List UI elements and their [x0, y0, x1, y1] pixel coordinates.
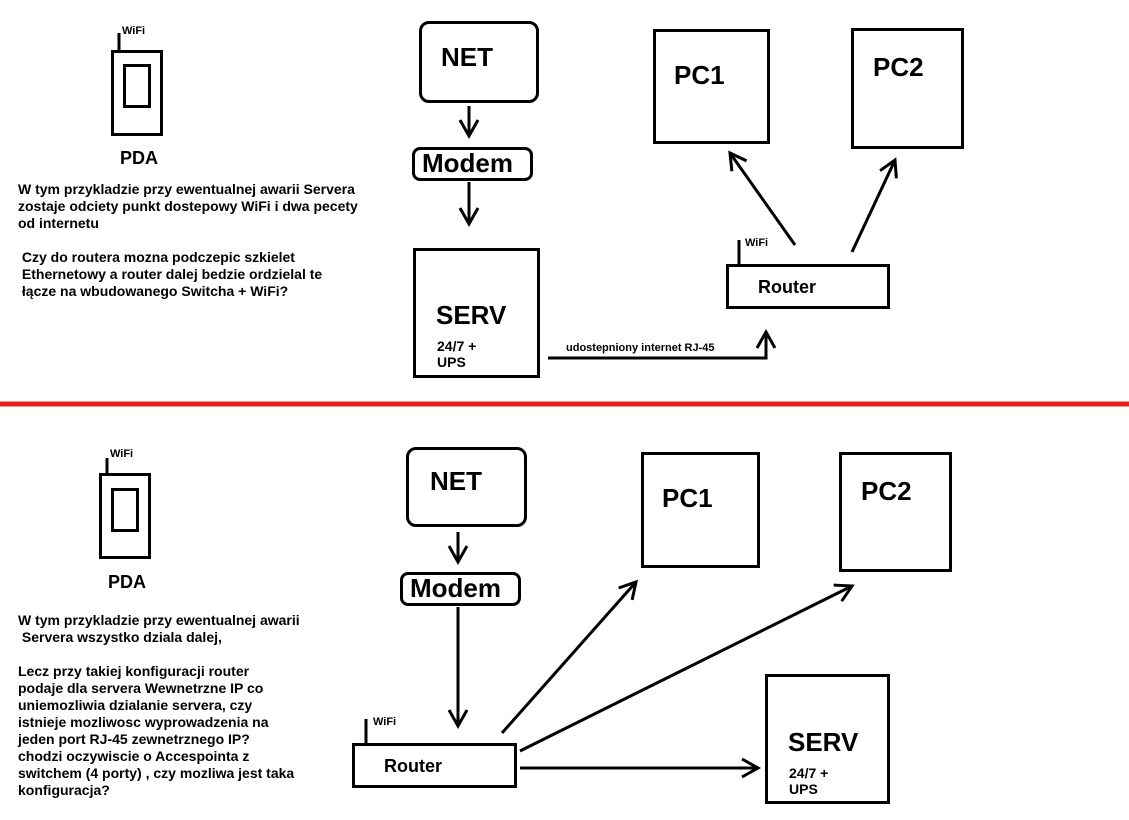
pda-label-2: PDA [108, 572, 147, 592]
top-note-text: W tym przykladzie przy ewentualnej awari… [18, 181, 358, 299]
serv-label: SERV [436, 300, 507, 330]
pda-screen [123, 64, 151, 108]
pc2-label: PC2 [873, 52, 924, 82]
pda-wifi-label-2: WiFi [110, 448, 134, 460]
arrow-router-to-pc2 [850, 157, 898, 253]
arrow-router-to-pc1-2 [500, 579, 639, 734]
router-wifi-label: WiFi [745, 237, 769, 249]
net-box-2 [406, 447, 527, 527]
modem-label: Modem [422, 148, 513, 178]
pc2-box [851, 28, 964, 149]
pc2-label-2: PC2 [861, 476, 912, 506]
link-label: udostepniony internet RJ-45 [566, 342, 715, 354]
modem-box-2 [400, 572, 521, 606]
modem-label-2: Modem [410, 573, 501, 603]
router-box [726, 264, 890, 309]
pda-label: PDA [120, 148, 159, 168]
arrow-router-to-pc1 [728, 150, 797, 246]
pc1-label: PC1 [674, 60, 725, 90]
pda-wifi-label: WiFi [122, 25, 146, 37]
pc1-box [653, 29, 770, 144]
router-wifi-label-2: WiFi [373, 716, 397, 728]
router-label: Router [758, 277, 816, 297]
modem-box [412, 147, 533, 181]
pc1-label-2: PC1 [662, 483, 713, 513]
pda-screen-2 [111, 488, 139, 532]
pc1-box-2 [641, 452, 760, 568]
router-label-2: Router [384, 756, 442, 776]
serv-box [413, 248, 540, 378]
router-box-2 [352, 743, 517, 788]
net-label: NET [441, 42, 493, 72]
net-label-2: NET [430, 466, 482, 496]
arrow-router-to-pc2-2 [519, 583, 855, 753]
serv-box-2 [765, 674, 890, 804]
serv-subtitle-2: 24/7 + UPS [789, 765, 829, 797]
net-box [419, 21, 539, 103]
bottom-note-text: W tym przykladzie przy ewentualnej awari… [18, 612, 300, 798]
serv-label-2: SERV [788, 727, 859, 757]
arrow-serv-to-router [548, 328, 777, 360]
serv-subtitle: 24/7 + UPS [437, 338, 477, 370]
pc2-box-2 [839, 452, 952, 572]
